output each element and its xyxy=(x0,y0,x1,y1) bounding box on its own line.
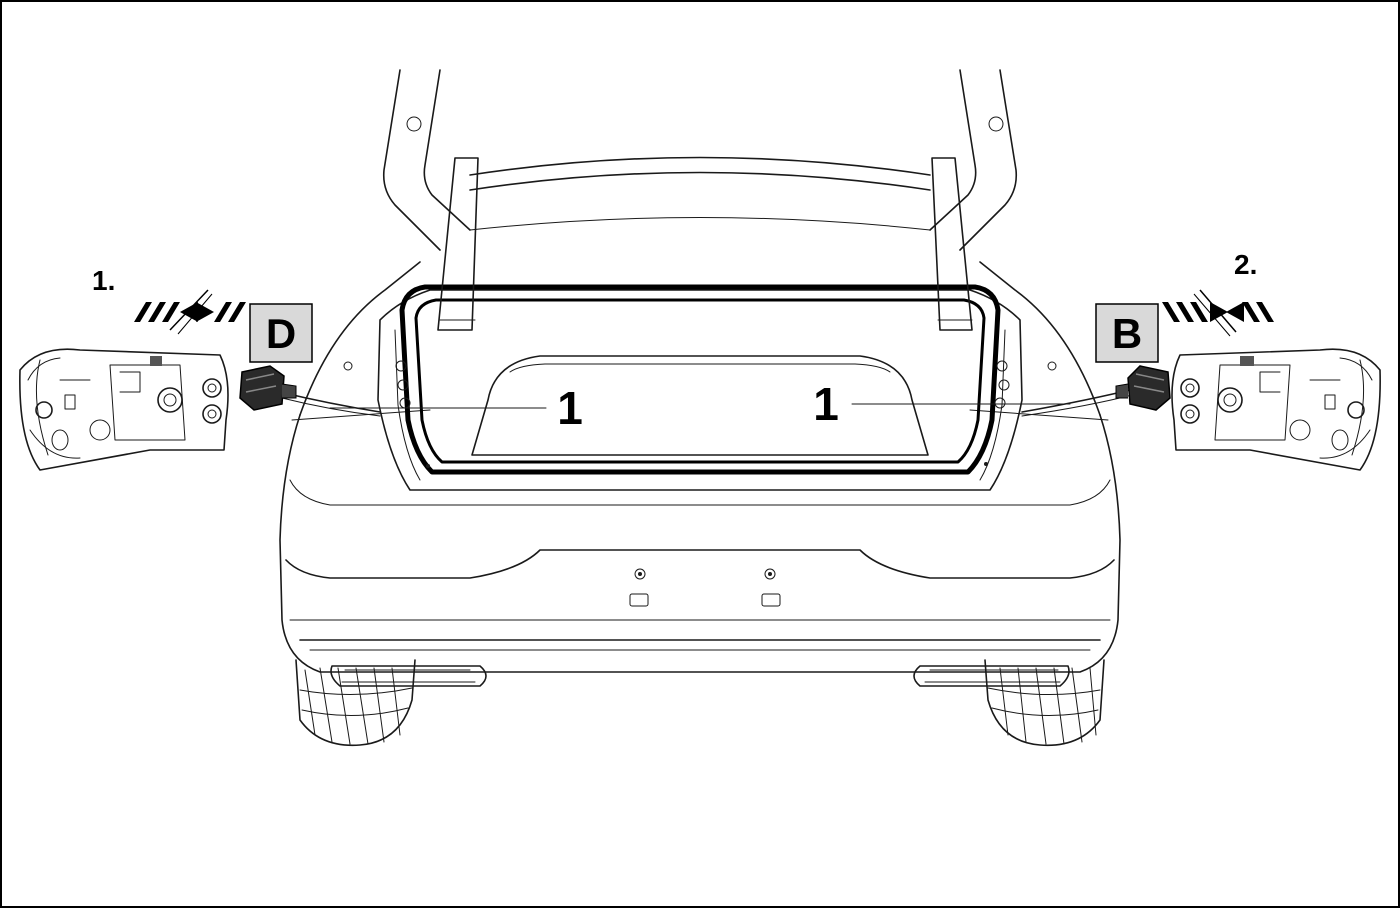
left-connector-plug xyxy=(239,365,297,411)
right-exhaust xyxy=(913,665,1070,687)
connector-label-d-box xyxy=(249,303,313,363)
trunk-lid xyxy=(382,69,1018,331)
callout-number-right: 1 xyxy=(813,378,839,430)
step-1-label: 1. xyxy=(92,265,115,296)
right-tail-lamp xyxy=(1171,348,1381,471)
press-release-arrows-icon xyxy=(134,289,246,335)
right-tire xyxy=(984,659,1105,747)
plate-mounts xyxy=(629,568,781,607)
left-exhaust xyxy=(330,665,487,687)
left-tail-lamp xyxy=(19,348,229,471)
left-tire xyxy=(295,659,416,747)
body-fasteners xyxy=(343,360,1057,468)
connector-label-b-box xyxy=(1095,303,1159,363)
car-rear-view xyxy=(279,69,1139,747)
press-release-arrows-icon xyxy=(1162,289,1274,337)
right-connector-plug xyxy=(1115,365,1171,411)
step-2-label: 2. xyxy=(1234,249,1257,280)
callout-number-left: 1 xyxy=(557,382,583,434)
trunk-seal xyxy=(399,284,1001,475)
connector-label-d: D xyxy=(266,310,296,357)
connector-label-b: B xyxy=(1112,310,1142,357)
